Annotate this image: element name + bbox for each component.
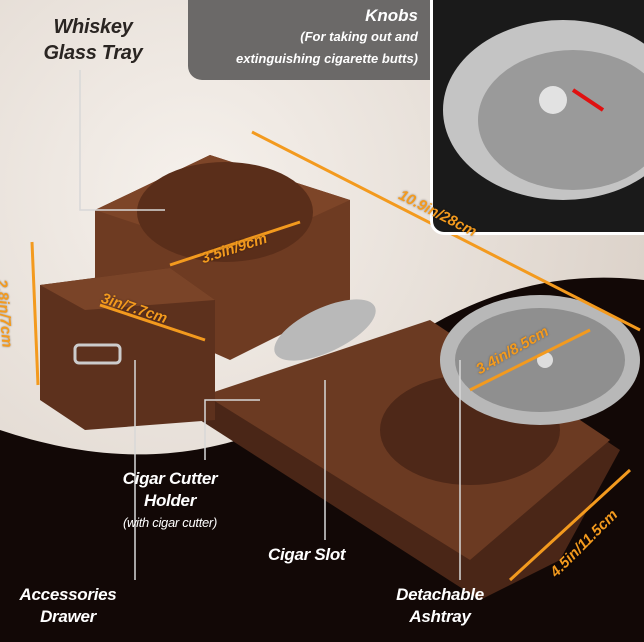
knob-closeup <box>539 86 567 114</box>
whiskey-tray-label: Whiskey Glass Tray <box>43 16 143 64</box>
knobs-desc-2: extinguishing cigarette butts) <box>235 51 418 66</box>
cutter-holder-title: Cigar Cutter Holder <box>122 469 218 510</box>
knobs-title: Knobs <box>365 6 418 25</box>
glass-coaster <box>137 162 313 262</box>
cutter-holder-label: Cigar Cutter Holder (with cigar cutter) <box>115 468 225 534</box>
knobs-desc-1: (For taking out and <box>300 29 418 44</box>
drawer-handle <box>73 343 122 365</box>
cigar-slot-label: Cigar Slot <box>268 545 346 564</box>
red-arrow-icon <box>571 88 605 112</box>
knob-closeup-inset <box>430 0 644 235</box>
knobs-callout: Knobs (For taking out and extinguishing … <box>188 0 430 80</box>
ashtray-label: Detachable Ashtray <box>396 585 484 626</box>
cutter-holder-sub: (with cigar cutter) <box>123 515 217 530</box>
cigar-cutter <box>274 299 376 361</box>
drawer-label: Accessories Drawer <box>19 585 117 626</box>
